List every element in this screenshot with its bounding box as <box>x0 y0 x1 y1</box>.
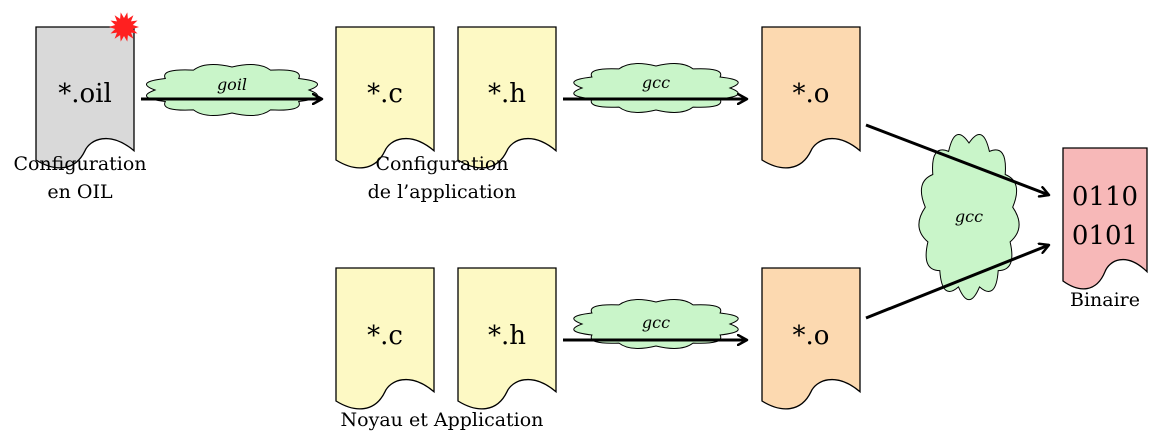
config-c-label: *.c <box>367 79 403 109</box>
gcc-link-label: gcc <box>955 207 983 226</box>
kernel-c-label: *.c <box>367 321 403 351</box>
binary-line-1: 0110 <box>1072 182 1138 212</box>
kernel-h-label: *.h <box>488 321 526 351</box>
link-arrow-top <box>865 123 1049 195</box>
config-caption-line-2: de l’application <box>368 181 517 203</box>
binary-caption: Binaire <box>1070 289 1140 311</box>
config-o-label: *.o <box>793 79 830 109</box>
gcc-cloud-config: gcc <box>573 63 739 113</box>
kernel-h-document: *.h <box>457 267 557 410</box>
kernel-o-document: *.o <box>761 267 861 410</box>
goil-label: goil <box>217 75 247 94</box>
binary-line-2: 0101 <box>1072 221 1138 251</box>
oil-caption-line-1: Configuration <box>13 153 146 175</box>
oil-document-label: *.oil <box>58 79 112 109</box>
oil-document: *.oil <box>35 26 135 169</box>
config-c-document: *.c <box>335 26 435 169</box>
kernel-caption: Noyau et Application <box>341 409 544 431</box>
config-caption-line-1: Configuration <box>375 153 508 175</box>
burst-icon <box>109 12 139 42</box>
gcc-cloud-link: gcc <box>918 134 1020 301</box>
gcc-cloud-kernel: gcc <box>573 299 739 349</box>
binary-document: 0110 0101 <box>1062 147 1148 290</box>
config-h-label: *.h <box>488 79 526 109</box>
oil-caption-line-2: en OIL <box>47 181 113 203</box>
gcc-kernel-label: gcc <box>642 313 670 332</box>
link-arrow-bottom <box>865 245 1049 320</box>
kernel-c-document: *.c <box>335 267 435 410</box>
kernel-o-label: *.o <box>793 321 830 351</box>
config-o-document: *.o <box>761 26 861 169</box>
config-h-document: *.h <box>457 26 557 169</box>
goil-cloud: goil <box>146 63 318 117</box>
gcc-config-label: gcc <box>642 73 670 92</box>
